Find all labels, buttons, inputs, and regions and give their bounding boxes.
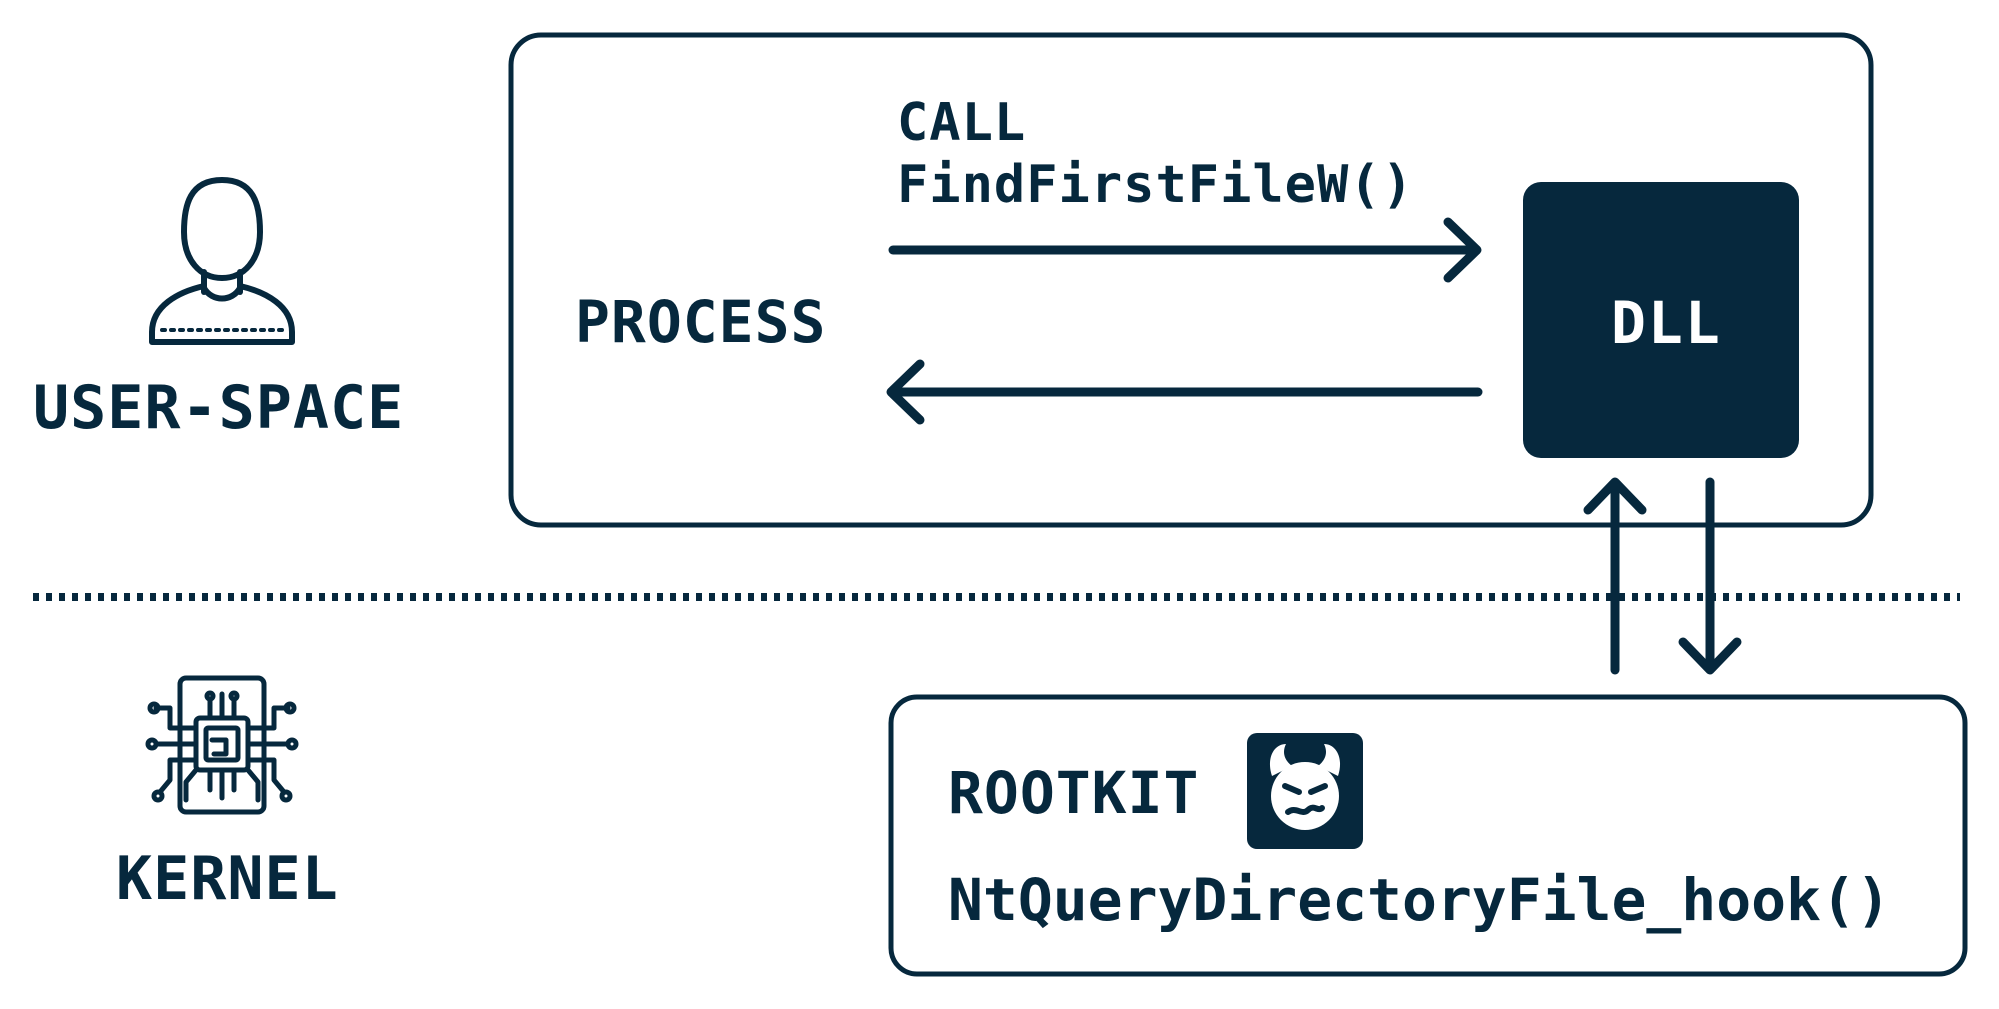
dll-title: DLL — [1611, 289, 1722, 357]
call-arrow — [888, 217, 1482, 283]
call-label-line1: CALL — [897, 93, 1027, 153]
user-icon — [149, 177, 295, 345]
user-space-label: USER-SPACE — [33, 373, 405, 443]
dll-box — [1523, 182, 1799, 458]
process-title: PROCESS — [575, 288, 827, 356]
rootkit-to-dll-arrow — [1583, 477, 1647, 675]
hook-function-label: NtQueryDirectoryFile_hook() — [948, 866, 1891, 934]
rootkit-box — [888, 694, 1968, 977]
process-box — [508, 32, 1874, 528]
circuit-chip-icon — [145, 675, 299, 815]
call-function-label: FindFirstFileW() — [897, 155, 1414, 215]
rootkit-title: ROOTKIT — [948, 759, 1200, 827]
return-arrow — [886, 359, 1483, 425]
kernel-label: KERNEL — [116, 844, 339, 914]
dll-to-rootkit-arrow — [1678, 477, 1742, 675]
devil-face-icon — [1247, 733, 1363, 849]
